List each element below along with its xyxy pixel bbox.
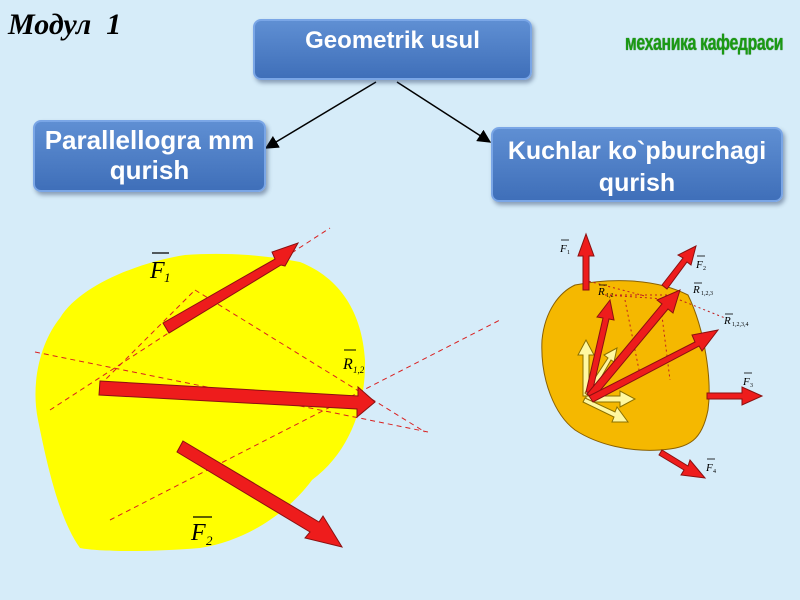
svg-text:F: F (705, 462, 713, 474)
orange-body (541, 280, 710, 451)
svg-text:1: 1 (567, 250, 570, 256)
label-f1: F 1 (149, 252, 171, 285)
department-title: механика кафедраси (625, 30, 784, 55)
label-right-r12: R 1,2 (597, 284, 614, 299)
svg-text:4: 4 (713, 469, 716, 475)
svg-text:F: F (695, 259, 703, 271)
label-right-f2: F 2 (695, 255, 706, 272)
connector-left (264, 81, 377, 149)
label-right-f1: F 1 (559, 239, 570, 256)
svg-text:1,2,3,4: 1,2,3,4 (732, 322, 749, 328)
arrow-f1 (162, 242, 300, 334)
svg-text:F: F (149, 258, 165, 284)
force-arrows-right (577, 232, 764, 479)
arrow-right-f2 (661, 245, 697, 290)
svg-text:F: F (559, 243, 567, 255)
label-right-f3: F 3 (742, 372, 753, 389)
yellow-body (35, 253, 366, 551)
arrow-right-f4 (658, 449, 707, 479)
svg-text:1,2,3: 1,2,3 (701, 291, 713, 297)
label-r12: R 1,2 (342, 349, 365, 375)
force-arrows-left (98, 242, 376, 548)
svg-text:1: 1 (164, 270, 171, 285)
svg-text:R: R (723, 315, 731, 327)
svg-text:2: 2 (206, 533, 213, 548)
svg-text:1,2: 1,2 (353, 365, 365, 375)
label-right-f4: F 4 (705, 458, 716, 475)
geometric-method-box: Geometrik usul (253, 19, 532, 80)
svg-text:1,2: 1,2 (606, 293, 614, 299)
label-f2: F 2 (190, 516, 213, 548)
arrow-right-f3 (706, 386, 764, 406)
svg-text:F: F (190, 520, 206, 546)
parallelogram-box: Parallellogra mm qurish (33, 120, 266, 192)
force-polygon-box: Kuchlar ko`pburchagi qurish (491, 127, 783, 202)
arrow-r12 (98, 380, 376, 419)
arrow-right-r123 (586, 289, 681, 400)
svg-text:2: 2 (703, 266, 706, 272)
guide-lines-right (583, 279, 726, 381)
module-title: Модул 1 (8, 8, 122, 41)
svg-text:R: R (342, 356, 353, 373)
svg-text:F: F (742, 376, 750, 388)
svg-text:R: R (692, 284, 700, 296)
arrow-right-f1 (577, 232, 595, 291)
arrow-right-r1234 (588, 329, 720, 403)
svg-text:R: R (597, 286, 605, 298)
arrow-right-r12 (585, 298, 615, 394)
arrow-f2 (176, 440, 344, 548)
label-right-r1234: R 1,2,3,4 (723, 313, 749, 328)
connector-right (396, 81, 492, 143)
label-right-r123: R 1,2,3 (692, 282, 713, 297)
svg-text:3: 3 (750, 383, 753, 389)
